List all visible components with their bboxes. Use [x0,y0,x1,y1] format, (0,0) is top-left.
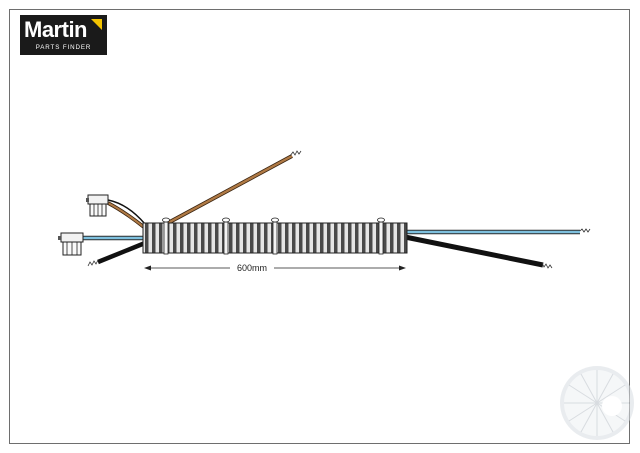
page-frame [9,9,630,444]
cable-tie [162,217,170,255]
cable-tie [377,217,385,255]
spiral-watermark-icon [560,366,634,440]
cable-tie [271,217,279,255]
brown-wire [165,150,302,226]
black-wire-left [87,240,146,267]
dimension-line [144,265,406,271]
brown-wire-left [107,199,147,230]
cable-tie [222,217,230,255]
black-wire-right [404,234,553,269]
connector-icon [86,194,109,217]
martin-logo: Martin PARTS FINDER [20,15,107,55]
connector-icon [58,232,84,256]
blue-wire-right [405,228,591,235]
logo-accent-icon [91,19,102,30]
logo-tagline: PARTS FINDER [35,44,92,51]
corrugated-sleeve [142,217,408,255]
dimension-label: 600mm [230,262,274,274]
logo-brand-text: Martin [24,17,88,42]
